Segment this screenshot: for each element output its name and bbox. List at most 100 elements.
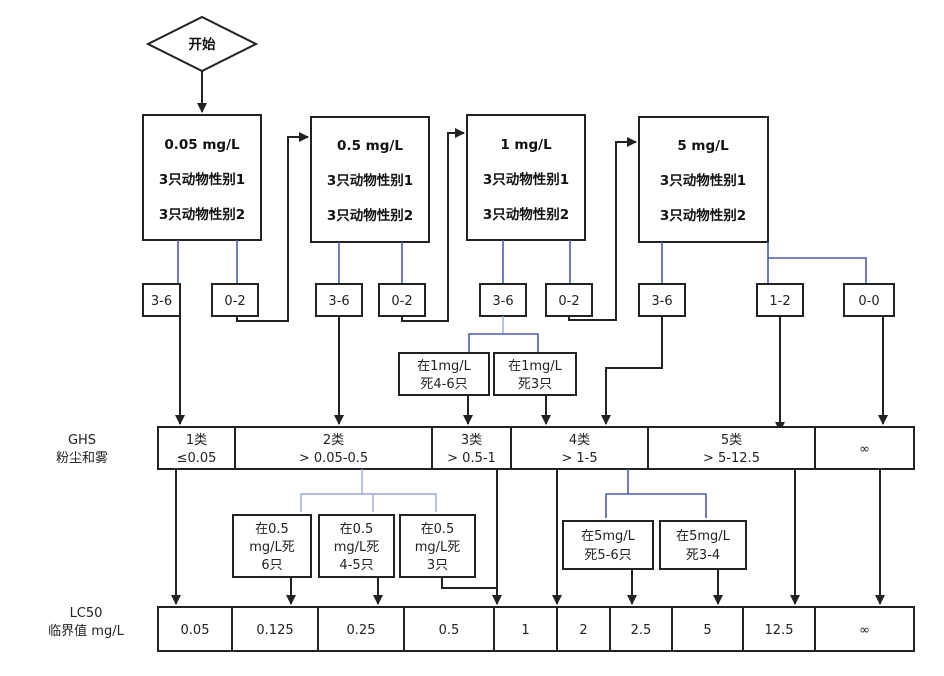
svg-text:死3只: 死3只 (518, 377, 552, 392)
lc50-cell: 2.5 (631, 623, 652, 638)
svg-text:在0.5: 在0.5 (255, 522, 289, 537)
ghs-cell-4: 4类 > 1-5 (561, 433, 597, 466)
lc50-cell: 0.125 (256, 623, 293, 638)
svg-text:3-6: 3-6 (151, 294, 172, 309)
outcome-box: 0-2 (378, 283, 426, 317)
svg-text:≤0.05: ≤0.05 (177, 451, 217, 466)
svg-text:在0.5: 在0.5 (421, 522, 455, 537)
ghs-label: GHS (68, 433, 96, 448)
svg-text:mg/L死: mg/L死 (249, 540, 295, 555)
lc50-cell: 0.5 (439, 623, 460, 638)
lc50-cell: ∞ (859, 623, 870, 638)
svg-text:在5mg/L: 在5mg/L (676, 529, 731, 544)
svg-text:3类: 3类 (461, 433, 482, 448)
svg-text:> 0.5-1: > 0.5-1 (447, 451, 496, 466)
lower-note-6: 在0.5 mg/L死 6只 (232, 514, 312, 578)
lc50-label: LC50 (70, 606, 103, 621)
dose-to-outcome-connectors (177, 240, 867, 284)
svg-text:3-6: 3-6 (651, 294, 672, 309)
outcome-box: 3-6 (315, 283, 363, 317)
svg-text:2类: 2类 (323, 433, 344, 448)
animal-line-1: 3只动物性别1 (159, 171, 245, 188)
mid-note-3: 在1mg/L 死3只 (493, 352, 577, 396)
animal-line-2: 3只动物性别2 (159, 206, 245, 223)
lc50-sublabel: 临界值 mg/L (48, 623, 124, 639)
svg-text:mg/L死: mg/L死 (415, 540, 461, 555)
dose-label: 0.05 mg/L (164, 137, 240, 153)
dose-label: 1 mg/L (500, 137, 552, 153)
svg-text:在1mg/L: 在1mg/L (508, 359, 563, 374)
svg-text:0-0: 0-0 (858, 294, 879, 309)
escalation-arrows (236, 128, 637, 322)
outcome-box: 0-2 (211, 283, 259, 317)
svg-text:6只: 6只 (261, 558, 282, 573)
svg-text:0-2: 0-2 (224, 294, 245, 309)
svg-text:1类: 1类 (186, 433, 207, 448)
outcome-box: 0-2 (545, 283, 593, 317)
dose-label: 0.5 mg/L (337, 138, 403, 154)
svg-text:3-6: 3-6 (328, 294, 349, 309)
outcome-box: 0-0 (843, 283, 895, 317)
svg-text:0-2: 0-2 (558, 294, 579, 309)
ghs-cell-5: 5类 > 5-12.5 (703, 433, 760, 466)
lower-note-5-6: 在5mg/L 死5-6只 (562, 520, 654, 570)
lc50-cell: 12.5 (765, 623, 794, 638)
lc50-arrows (171, 469, 885, 605)
outcome-box: 3-6 (142, 283, 181, 317)
svg-text:1-2: 1-2 (769, 294, 790, 309)
animal-line-1: 3只动物性别1 (327, 172, 413, 189)
lc50-cell: 1 (521, 623, 529, 638)
ghs-cell-2: 2类 > 0.05-0.5 (299, 433, 368, 466)
svg-text:0-2: 0-2 (391, 294, 412, 309)
svg-text:> 1-5: > 1-5 (561, 451, 597, 466)
ghs-cell-inf: ∞ (859, 442, 870, 457)
dose-box-1: 1 mg/L 3只动物性别1 3只动物性别2 (466, 114, 586, 241)
ghs-row: 1类 ≤0.05 2类 > 0.05-0.5 3类 > 0.5-1 4类 > 1… (157, 426, 915, 470)
lc50-row: 0.05 0.125 0.25 0.5 1 2 2.5 5 12.5 ∞ (157, 606, 915, 652)
ghs-sublabel: 粉尘和雾 (56, 451, 108, 466)
svg-text:死3-4: 死3-4 (686, 548, 720, 563)
animal-line-1: 3只动物性别1 (483, 171, 569, 188)
lc50-cell: 2 (579, 623, 587, 638)
lower-split-connectors (300, 469, 707, 518)
animal-line-2: 3只动物性别2 (327, 207, 413, 224)
svg-text:死5-6只: 死5-6只 (584, 548, 631, 563)
svg-text:3-6: 3-6 (492, 294, 513, 309)
svg-text:3只: 3只 (427, 558, 448, 573)
svg-text:5类: 5类 (721, 433, 742, 448)
svg-text:∞: ∞ (859, 442, 870, 457)
start-node: 开始 (145, 15, 259, 73)
svg-text:在0.5: 在0.5 (340, 522, 374, 537)
dose-box-0.5: 0.5 mg/L 3只动物性别1 3只动物性别2 (310, 116, 430, 243)
svg-text:4-5只: 4-5只 (339, 558, 373, 573)
dose-box-5: 5 mg/L 3只动物性别1 3只动物性别2 (638, 116, 769, 243)
lc50-cell: 0.05 (181, 623, 210, 638)
lc50-cell: 0.25 (347, 623, 376, 638)
lc50-cell: 5 (703, 623, 711, 638)
classification-arrows (175, 316, 888, 432)
dose-label: 5 mg/L (677, 138, 729, 154)
mid-note-4-6: 在1mg/L 死4-6只 (398, 352, 490, 396)
mid-split-connectors (468, 316, 539, 352)
dose-box-0.05: 0.05 mg/L 3只动物性别1 3只动物性别2 (142, 114, 262, 241)
svg-text:mg/L死: mg/L死 (334, 540, 380, 555)
outcome-boxes: 3-6 0-2 3-6 0-2 3-6 0-2 3-6 1-2 (142, 283, 895, 317)
outcome-box: 3-6 (638, 283, 686, 317)
ghs-cell-1: 1类 ≤0.05 (177, 433, 217, 466)
svg-text:在5mg/L: 在5mg/L (581, 529, 636, 544)
ghs-cell-3: 3类 > 0.5-1 (447, 433, 496, 466)
svg-text:在1mg/L: 在1mg/L (417, 359, 472, 374)
lower-note-4-5: 在0.5 mg/L死 4-5只 (318, 514, 395, 578)
outcome-box: 3-6 (479, 283, 527, 317)
lower-note-3-4: 在5mg/L 死3-4 (659, 520, 747, 570)
svg-text:> 5-12.5: > 5-12.5 (703, 451, 760, 466)
svg-text:4类: 4类 (569, 433, 590, 448)
lower-note-3: 在0.5 mg/L死 3只 (399, 514, 476, 578)
svg-text:> 0.05-0.5: > 0.05-0.5 (299, 451, 368, 466)
outcome-box: 1-2 (756, 283, 804, 317)
start-label: 开始 (189, 36, 216, 53)
animal-line-2: 3只动物性别2 (483, 206, 569, 223)
animal-line-2: 3只动物性别2 (660, 207, 746, 224)
svg-text:死4-6只: 死4-6只 (420, 377, 467, 392)
